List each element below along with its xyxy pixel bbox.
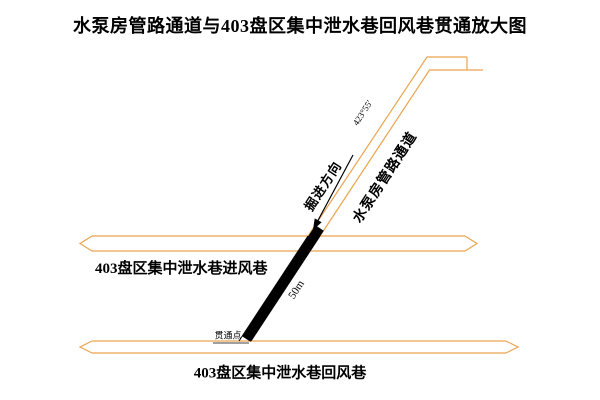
upper-roadway-label: 403盘区集中泄水巷进风巷 [95, 261, 268, 277]
upper-roadway-right-end-mark [464, 235, 479, 252]
lower-roadway-lines [78, 340, 520, 354]
upper-roadway-lines [78, 235, 479, 252]
diagonal-passage-lines [307, 56, 483, 237]
drawing-title: 水泵房管路通道与403盘区集中泄水巷回风巷贯通放大图 [73, 16, 527, 36]
heading-direction-arrow [313, 154, 354, 230]
lower-roadway-left-end-mark [78, 340, 93, 354]
lower-roadway-label: 403盘区集中泄水巷回风巷 [193, 365, 367, 382]
upper-roadway-left-end-mark [78, 235, 93, 252]
breakthrough-point-label: 贯通点 [214, 330, 242, 341]
lower-roadway-right-end-mark [505, 340, 520, 354]
driven-section-bar [242, 225, 324, 342]
